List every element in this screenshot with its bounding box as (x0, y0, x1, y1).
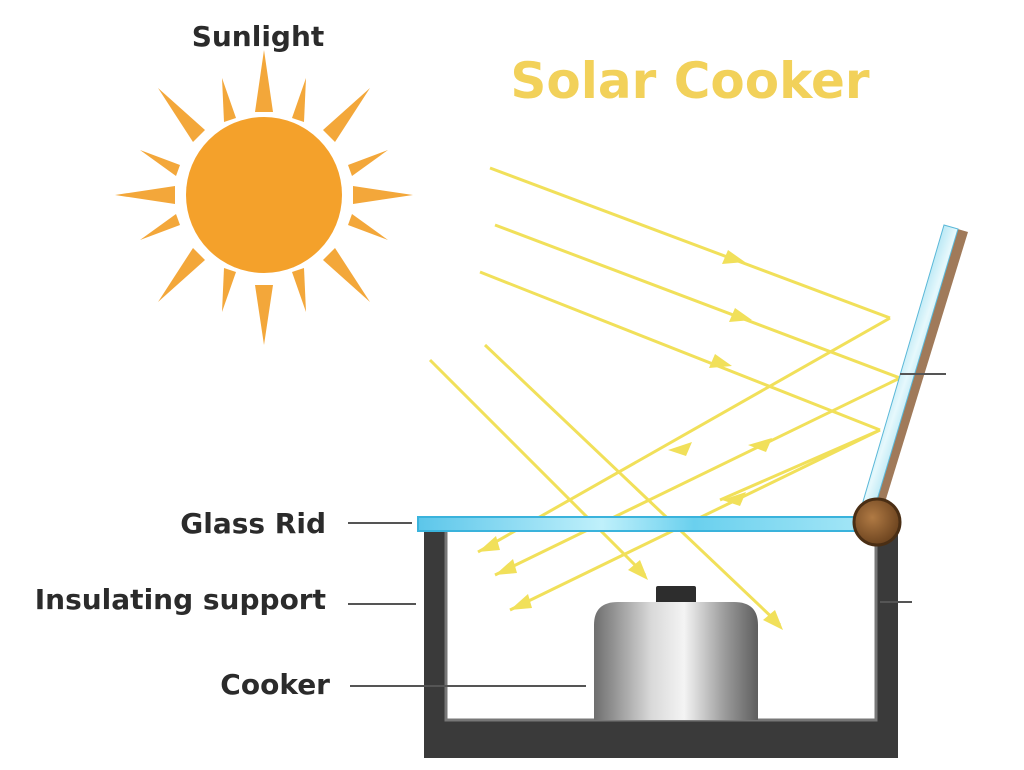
reflected-ray-arrows (478, 438, 772, 610)
incoming-rays (479, 166, 901, 432)
glass-lid-label: Glass Rid (180, 507, 326, 540)
leader-lines (348, 373, 946, 687)
reflected-rays (477, 316, 901, 612)
incoming-ray-arrows (709, 250, 752, 368)
hinge-icon (852, 497, 902, 547)
sun-icon (115, 50, 413, 345)
insulating-support-label: Insulating support (35, 583, 326, 616)
cooker-label: Cooker (220, 668, 330, 701)
glass-lid (417, 516, 879, 532)
cooker-pot (594, 586, 758, 720)
sunlight-label: Sunlight (192, 20, 325, 53)
direct-rays (428, 343, 782, 627)
diagram-title: Solar Cooker (510, 52, 870, 110)
direct-ray-arrows (628, 560, 783, 630)
